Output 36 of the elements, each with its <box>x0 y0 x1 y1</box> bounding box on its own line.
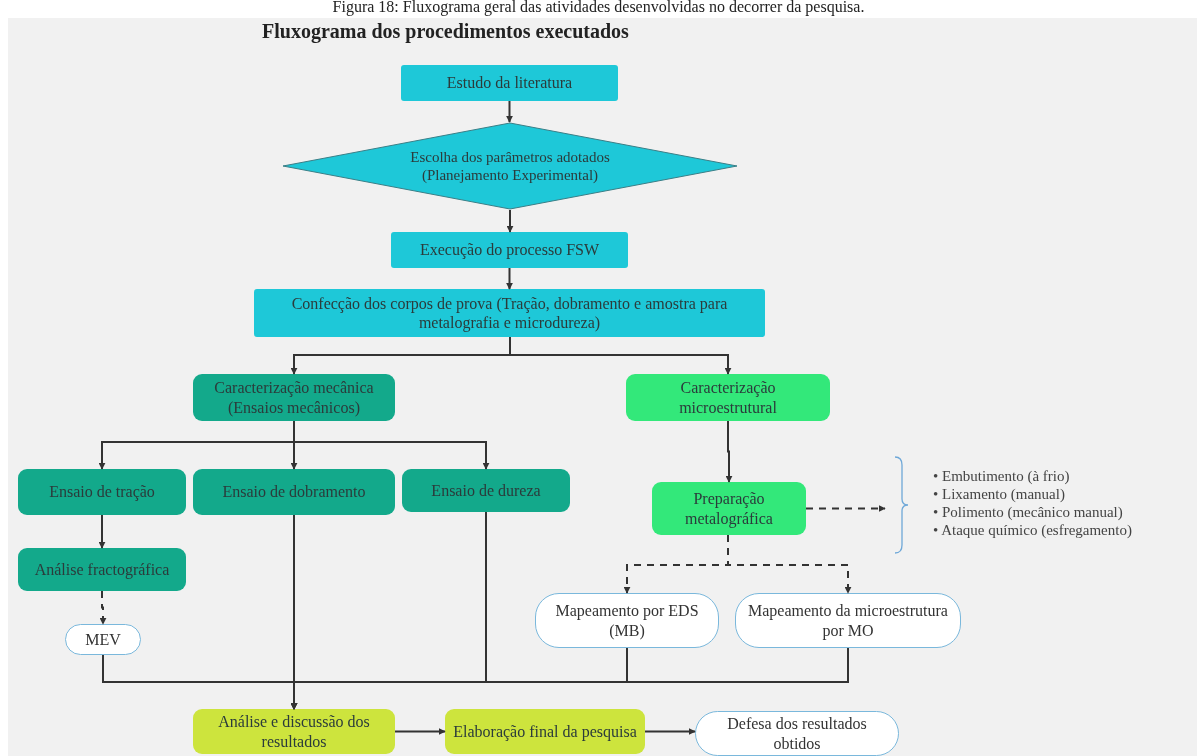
arrow <box>506 267 513 290</box>
terminal-box: MEV <box>65 624 141 655</box>
process-box: Confecção dos corpos de prova (Tração, dobramento e amostra para metalografia e microdureza) <box>254 289 765 337</box>
arrow <box>394 728 446 735</box>
list-item: • Lixamento (manual) <box>933 485 1066 503</box>
list-item: • Embutimento (à frio) <box>933 467 1071 485</box>
figure-caption: Figura 18: Fluxograma geral das atividades desenvolvidas no decorrer da pesquisa. <box>331 0 866 16</box>
dashed-arrow <box>727 534 852 594</box>
terminal-box: Mapeamento por EDS (MB) <box>535 593 719 648</box>
process-box: Estudo da literatura <box>401 65 618 101</box>
arrow <box>293 420 490 470</box>
process-box: Preparação metalográfica <box>652 482 806 535</box>
arrow <box>644 728 696 735</box>
dashed-arrow <box>805 505 886 512</box>
arrow <box>506 209 514 233</box>
dashed-arrow <box>99 590 107 625</box>
terminal-box: Mapeamento da microestrutura por MO <box>735 593 961 648</box>
list-item: • Ataque químico (esfregamento) <box>933 521 1132 539</box>
process-box: Caracterização microestrutural <box>626 374 830 421</box>
diagram-title: Fluxograma dos procedimentos executados <box>262 20 629 43</box>
process-box: Análise fractográfica <box>18 548 186 591</box>
list-item: • Polimento (mecânico manual) <box>933 503 1124 521</box>
arrow <box>509 336 732 375</box>
arrow <box>290 647 849 710</box>
process-box: Caracterização mecânica (Ensaios mecânicos) <box>193 374 395 421</box>
arrow <box>506 100 513 123</box>
arrow <box>98 514 106 549</box>
process-box: Execução do processo FSW <box>391 232 628 268</box>
arrow <box>725 420 733 483</box>
process-box: Ensaio de dobramento <box>193 469 395 515</box>
terminal-box: Defesa dos resultados obtidos <box>695 711 899 756</box>
process-box: Ensaio de dureza <box>402 469 570 512</box>
decision-text: Escolha dos parâmetros adotados (Planejamento Experimental) <box>409 148 611 184</box>
process-box: Ensaio de tração <box>18 469 186 515</box>
process-box: Análise e discussão dos resultados <box>193 709 395 754</box>
process-box: Elaboração final da pesquisa <box>445 709 645 754</box>
